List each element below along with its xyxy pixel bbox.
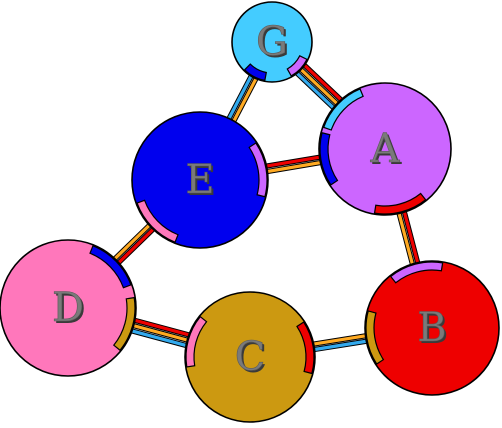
- edge-D-C-strand-1: [129, 323, 192, 343]
- node-A-circle: [318, 82, 452, 216]
- edge-E-D-strand-0: [114, 225, 158, 267]
- port-D-C: [112, 296, 136, 352]
- edge-C-B-strand-1: [310, 339, 371, 352]
- node-B-circle: [364, 260, 500, 396]
- edge-E-D: [110, 220, 158, 268]
- port-A-G: [322, 88, 364, 131]
- edge-C-B: [309, 332, 371, 353]
- port-G-E: [243, 63, 268, 82]
- node-E[interactable]: EE: [131, 111, 269, 249]
- port-C-B: [296, 321, 315, 375]
- edge-E-A-strand-1: [263, 160, 325, 174]
- port-E-A: [248, 142, 268, 198]
- edge-D-C-strand-2: [127, 328, 191, 348]
- edge-D-C: [127, 316, 194, 349]
- port-C-D: [185, 315, 208, 368]
- edge-G-A-strand-2: [293, 69, 338, 112]
- edge-E-A-strand-0: [262, 154, 324, 169]
- edge-A-B: [395, 207, 422, 269]
- edge-E-A: [262, 153, 325, 175]
- node-A[interactable]: AA: [318, 82, 452, 216]
- node-A-label: A: [370, 126, 401, 172]
- node-C-label-shadow: C: [237, 336, 268, 382]
- edge-A-B-strand-0: [401, 207, 421, 267]
- node-B-label: B: [417, 305, 446, 351]
- node-G[interactable]: GG: [231, 1, 313, 83]
- node-D-label-shadow: D: [54, 287, 86, 333]
- edge-C-B-strand-0: [309, 333, 370, 347]
- node-C-circle: [184, 291, 316, 423]
- node-A-label-shadow: A: [372, 128, 403, 174]
- port-B-A: [389, 261, 444, 284]
- edge-D-C-strand-0: [130, 317, 193, 338]
- node-D-label: D: [52, 285, 84, 331]
- node-B[interactable]: BB: [364, 260, 500, 396]
- edge-G-E-strand-1: [225, 71, 255, 123]
- edge-A-B-strand-1: [396, 209, 415, 269]
- port-A-B: [373, 192, 427, 215]
- node-D-circle: [0, 239, 137, 377]
- node-B-label-shadow: B: [419, 307, 448, 353]
- node-E-label: E: [185, 157, 214, 203]
- node-C[interactable]: CC: [184, 291, 316, 423]
- node-G-circle: [231, 1, 313, 83]
- edge-G-A-strand-1: [297, 65, 342, 108]
- port-G-A: [286, 54, 308, 77]
- node-C-label: C: [235, 334, 266, 380]
- edge-G-E: [224, 71, 261, 126]
- node-E-circle: [131, 111, 269, 249]
- node-G-label: G: [256, 19, 288, 65]
- node-G-label-shadow: G: [258, 21, 290, 67]
- port-E-D: [136, 199, 179, 243]
- port-A-E: [319, 132, 339, 186]
- port-D-E: [89, 245, 132, 289]
- edge-E-D-strand-1: [110, 221, 154, 263]
- port-B-C: [365, 310, 385, 365]
- edge-G-A: [292, 60, 346, 113]
- edge-G-E-strand-0: [230, 74, 260, 126]
- edge-G-A-strand-0: [300, 61, 345, 104]
- node-E-label-shadow: E: [187, 159, 216, 205]
- edges-layer: [110, 60, 422, 353]
- node-D[interactable]: DD: [0, 239, 137, 377]
